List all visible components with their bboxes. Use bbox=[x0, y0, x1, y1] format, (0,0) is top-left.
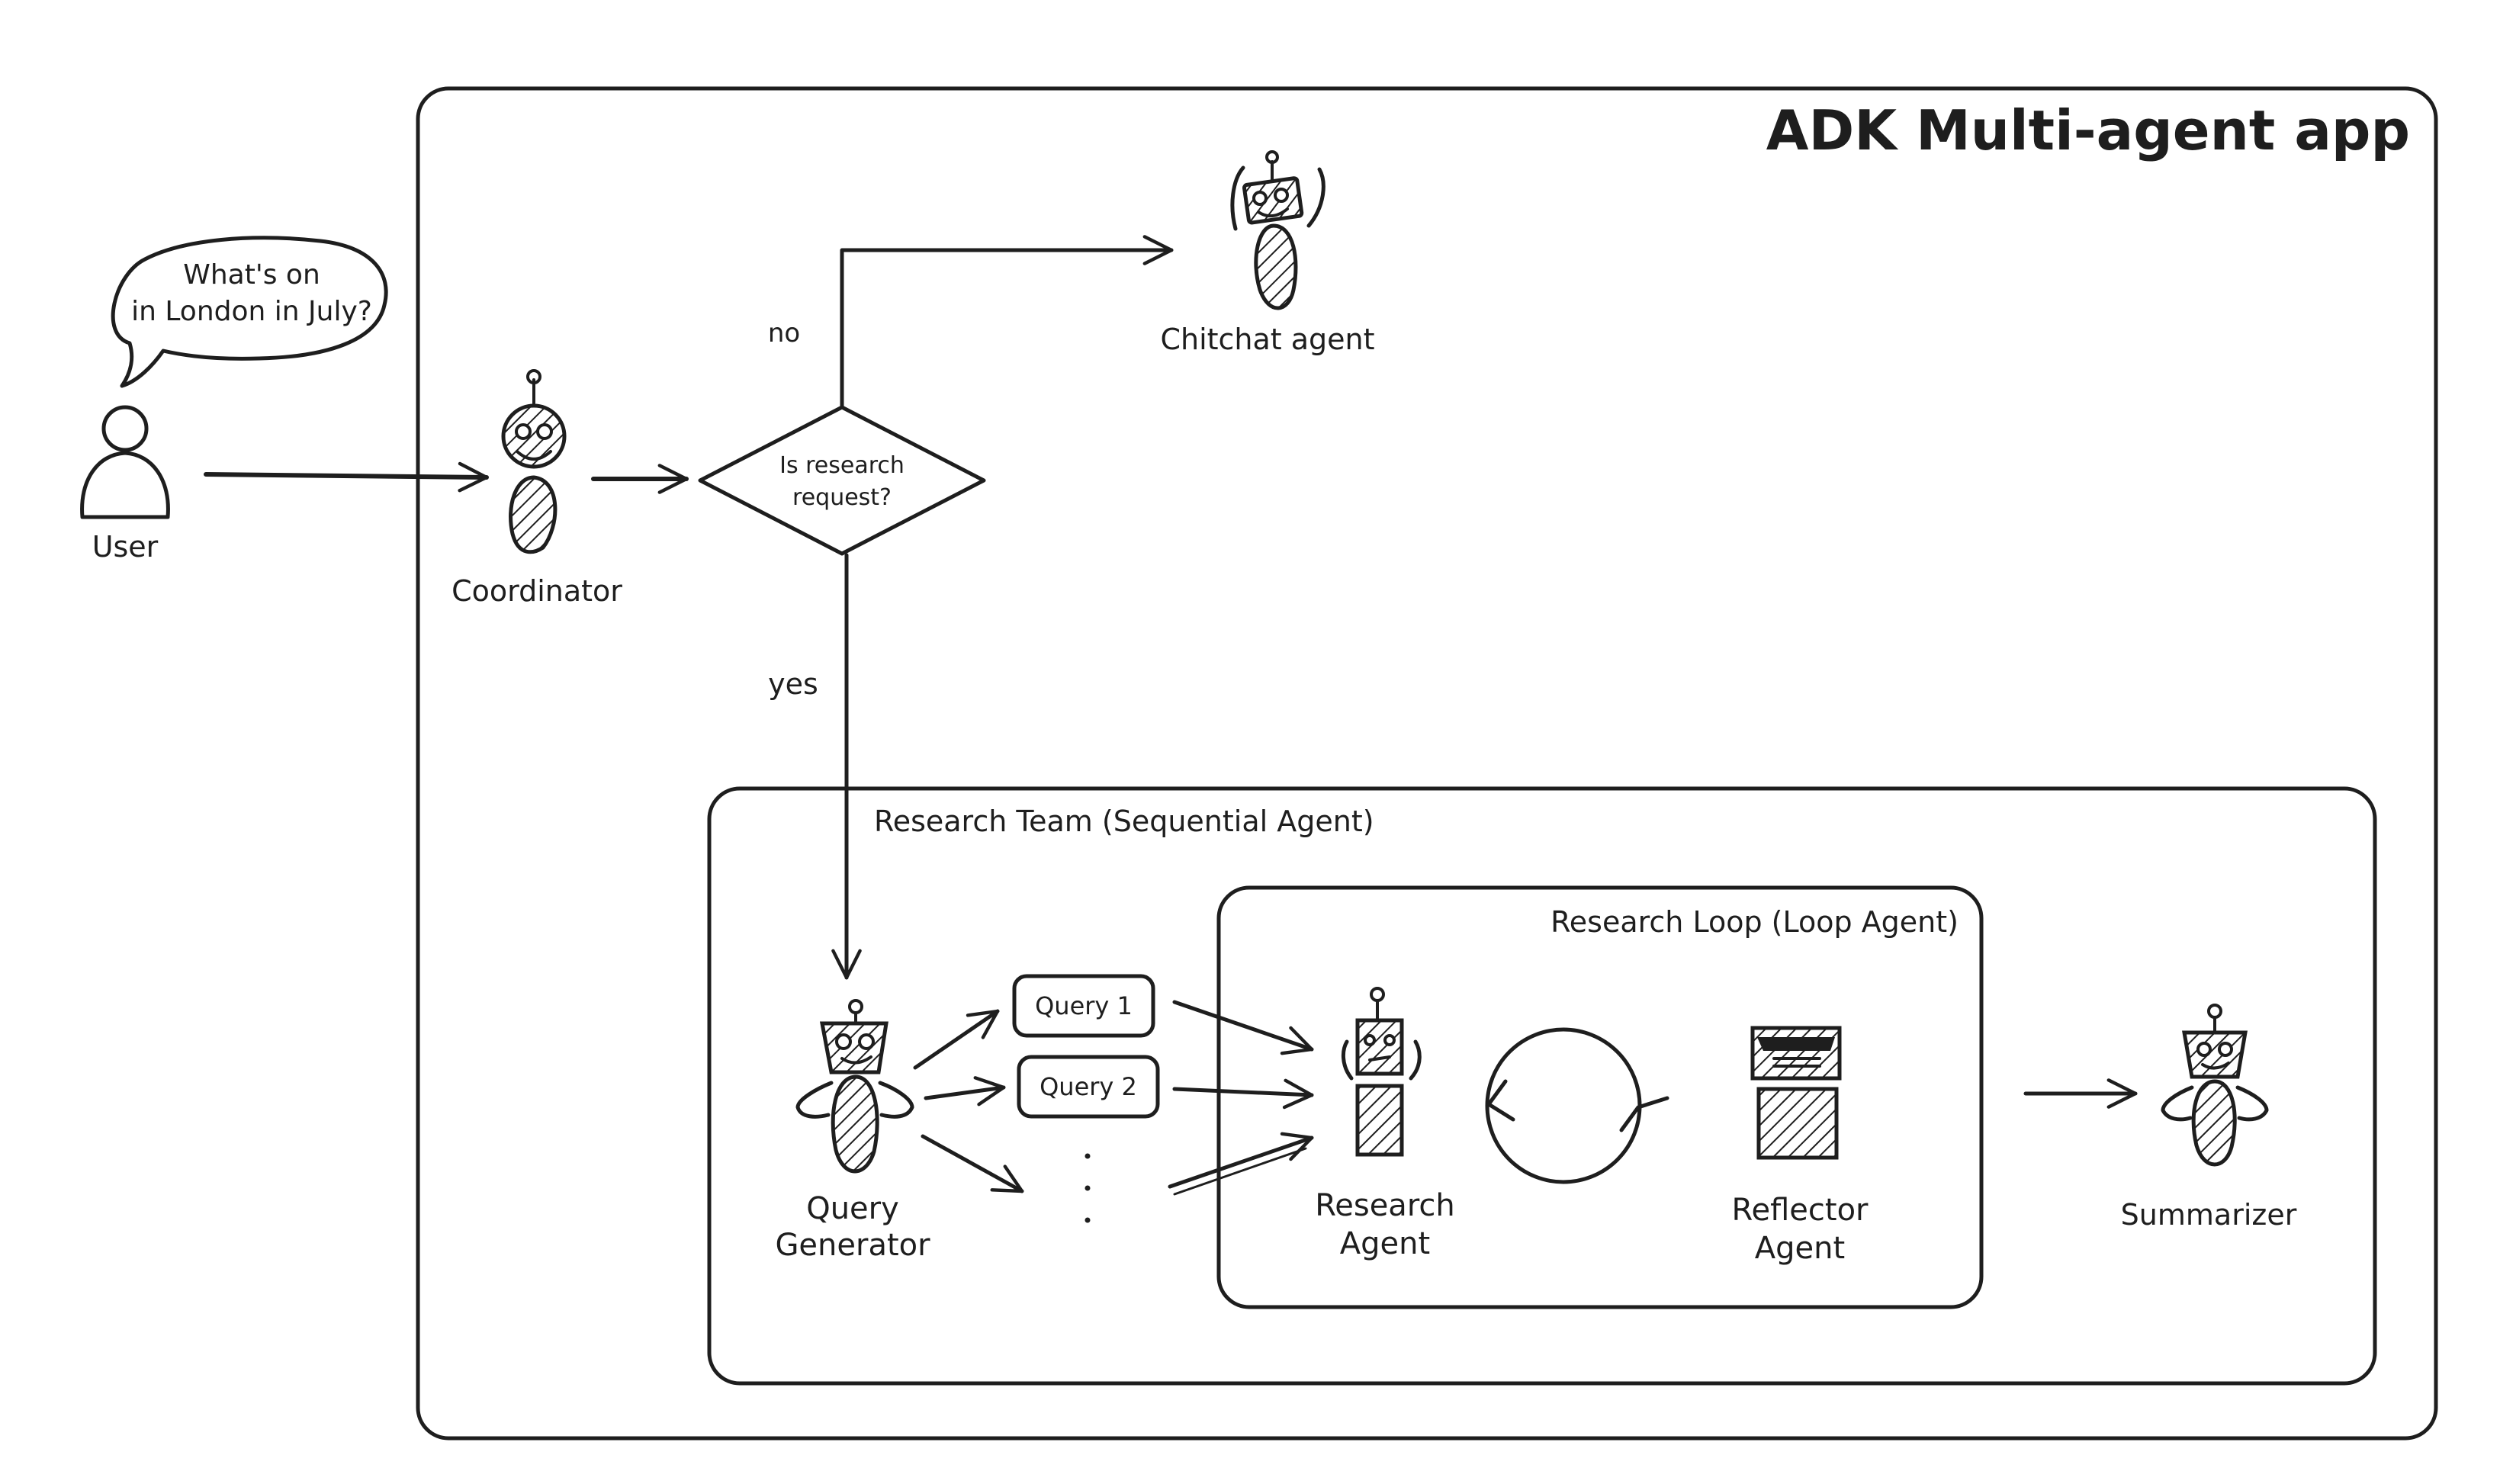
decision-line-2: request? bbox=[792, 484, 892, 511]
query-generator-line-2: Generator bbox=[775, 1228, 930, 1263]
app-container bbox=[416, 86, 2438, 1441]
speech-line-1: What's on bbox=[183, 259, 320, 291]
arrow-more-to-research-double bbox=[1173, 1147, 1307, 1196]
more-queries-ellipsis bbox=[1085, 1153, 1091, 1223]
research-loop-container bbox=[1216, 885, 1984, 1309]
app-title: ADK Multi-agent app bbox=[1766, 98, 2410, 162]
research-loop-label: Research Loop (Loop Agent) bbox=[1550, 905, 1959, 939]
no-label: no bbox=[768, 318, 800, 349]
research-team-label: Research Team (Sequential Agent) bbox=[874, 805, 1374, 838]
chitchat-robot-icon bbox=[1230, 150, 1326, 310]
yes-label: yes bbox=[768, 667, 818, 701]
arrow-more-to-research bbox=[1168, 1132, 1314, 1189]
query-generator-line-1: Query bbox=[806, 1191, 899, 1226]
query-generator-robot-icon bbox=[795, 999, 914, 1174]
arrow-generator-to-query-1 bbox=[913, 1009, 1000, 1070]
arrow-generator-to-query-2 bbox=[924, 1076, 1006, 1107]
arrow-generator-to-more-queries bbox=[921, 1134, 1024, 1193]
query-1-label: Query 1 bbox=[1035, 991, 1133, 1020]
query-box-1: Query 1 bbox=[1012, 974, 1155, 1038]
user-icon bbox=[80, 405, 170, 519]
coordinator-label: Coordinator bbox=[451, 574, 622, 608]
speech-bubble: What's on in London in July? bbox=[111, 236, 388, 388]
coordinator-robot-icon bbox=[501, 369, 567, 554]
query-2-label: Query 2 bbox=[1040, 1072, 1137, 1101]
chitchat-label: Chitchat agent bbox=[1160, 323, 1374, 356]
summarizer-label: Summarizer bbox=[2121, 1198, 2297, 1232]
reflector-agent-line-2: Agent bbox=[1755, 1231, 1845, 1266]
summarizer-robot-icon bbox=[2161, 1004, 2269, 1167]
arrow-no-to-chitchat bbox=[840, 235, 1174, 408]
arrow-query-2-to-research bbox=[1172, 1078, 1314, 1110]
research-agent-robot-icon bbox=[1342, 987, 1422, 1157]
speech-line-2: in London in July? bbox=[131, 296, 372, 327]
research-agent-line-2: Agent bbox=[1340, 1226, 1430, 1261]
reflector-agent-line-1: Reflector bbox=[1731, 1193, 1869, 1228]
decision-node: Is research request? bbox=[698, 405, 986, 556]
research-agent-line-1: Research bbox=[1315, 1188, 1454, 1223]
research-team-container bbox=[707, 786, 2377, 1386]
query-box-2: Query 2 bbox=[1017, 1055, 1160, 1119]
arrow-user-to-coordinator bbox=[204, 461, 489, 493]
loop-cycle-icon bbox=[1485, 1027, 1669, 1184]
arrow-query-1-to-research bbox=[1172, 1000, 1314, 1055]
reflector-agent-robot-icon bbox=[1750, 1026, 1842, 1160]
decision-line-1: Is research bbox=[779, 452, 905, 479]
user-label: User bbox=[92, 530, 159, 564]
